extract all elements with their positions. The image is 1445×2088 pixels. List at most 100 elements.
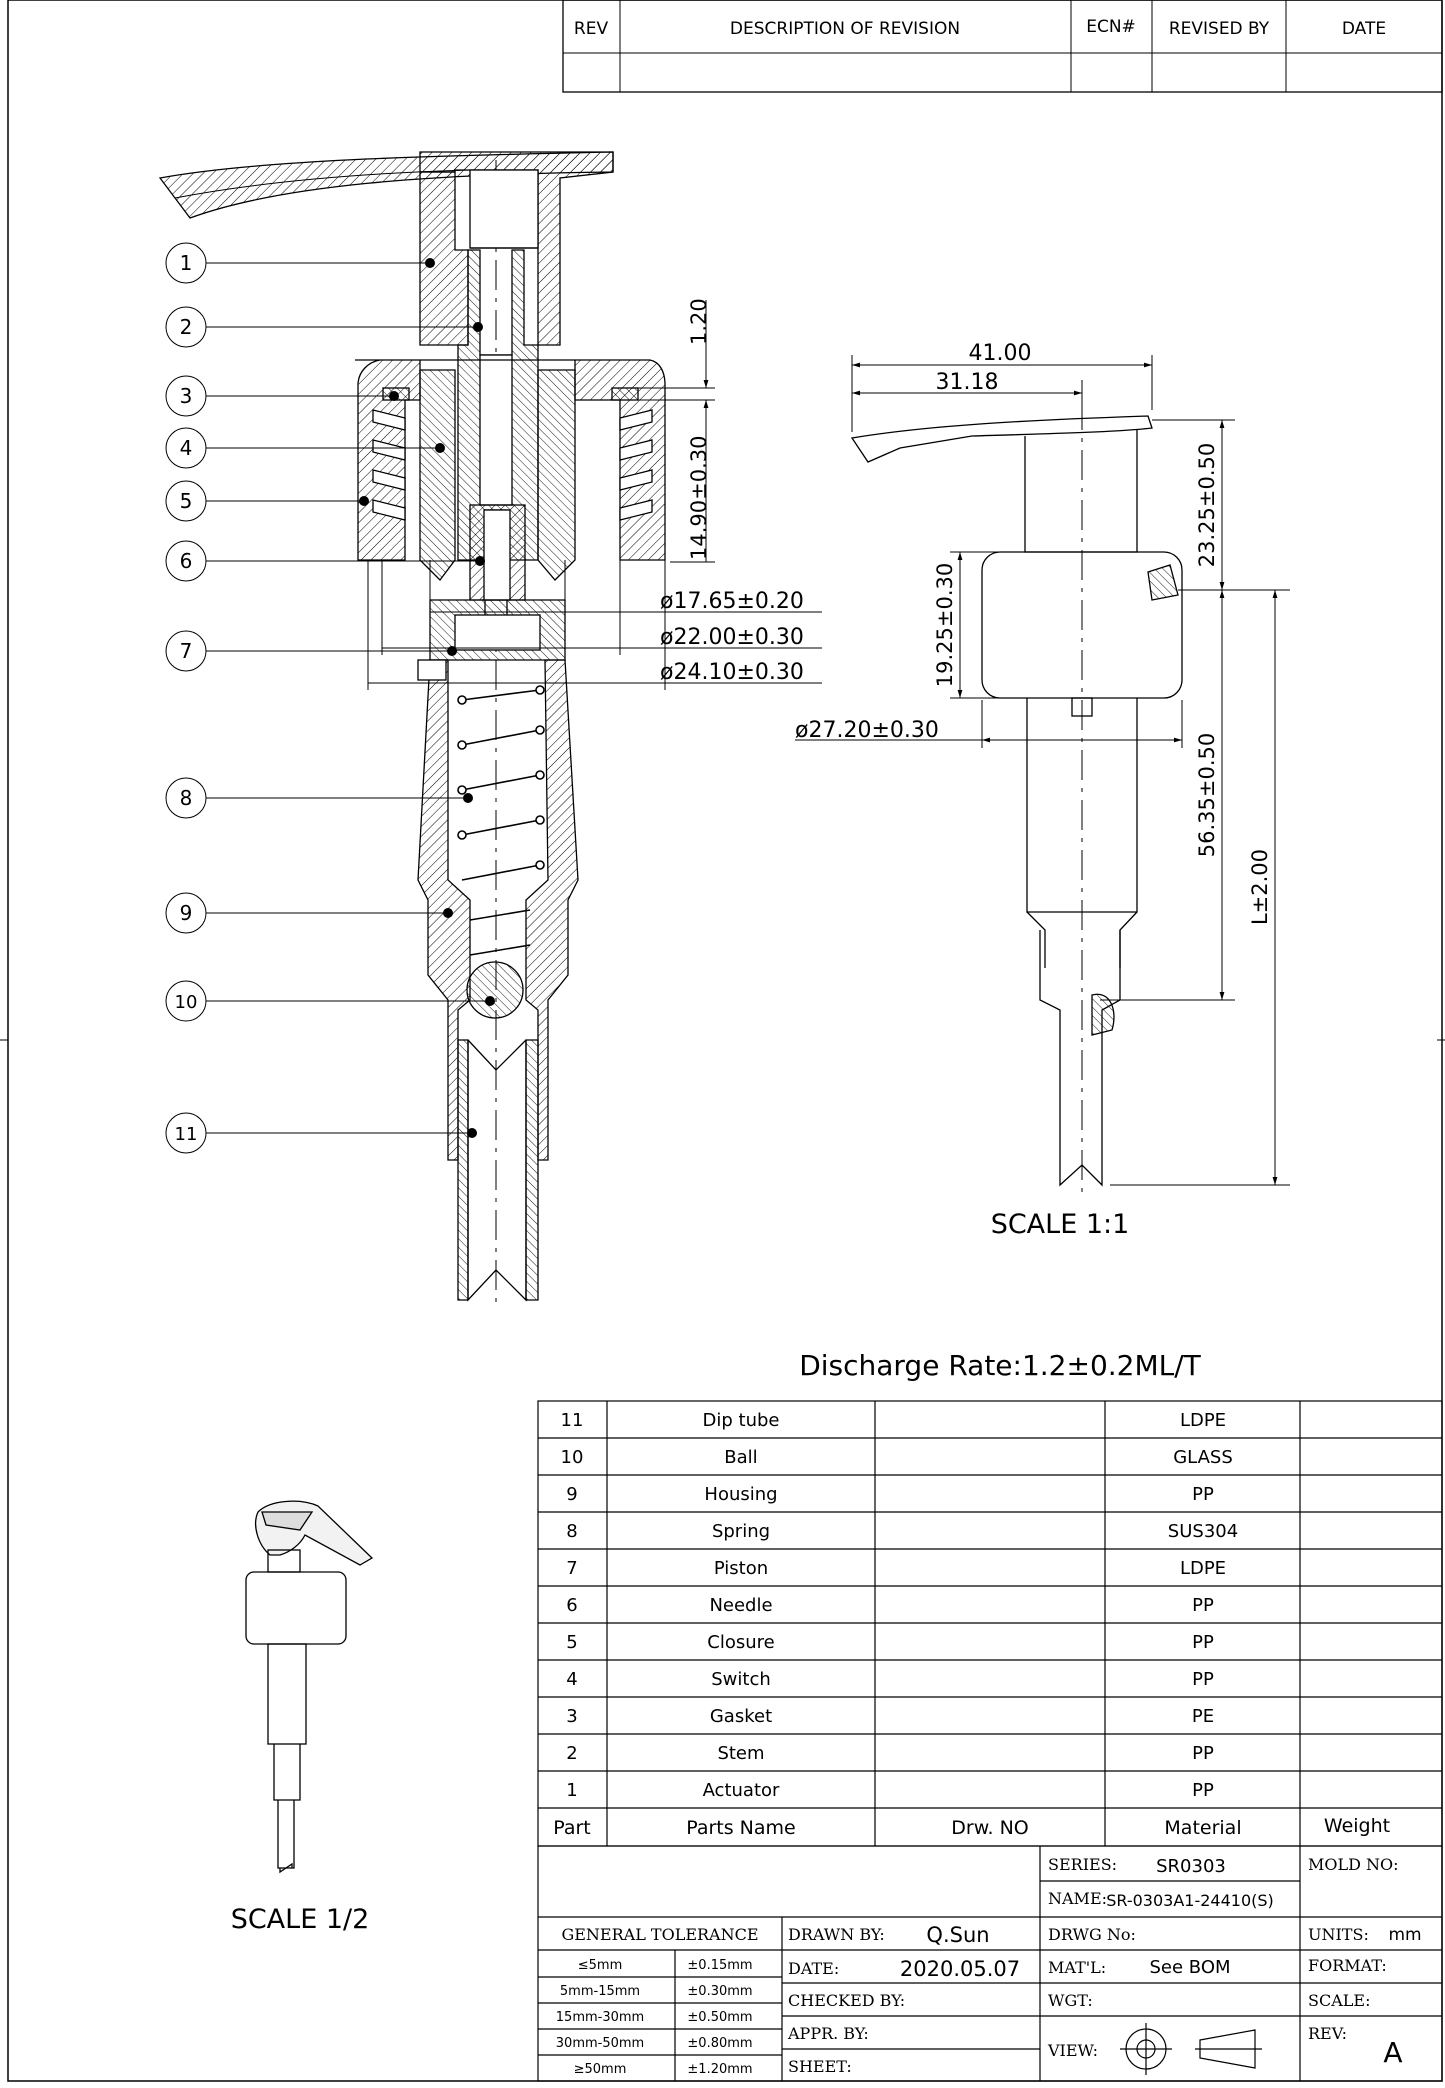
svg-text:6: 6 (180, 549, 193, 573)
section-view (158, 151, 666, 1305)
svg-text:LDPE: LDPE (1180, 1410, 1226, 1431)
checked-by-label: CHECKED BY: (788, 1991, 905, 2010)
drwg-label: DRWG No: (1048, 1925, 1136, 1944)
svg-text:Part: Part (553, 1817, 591, 1839)
svg-text:3: 3 (566, 1706, 577, 1727)
rev-value: A (1383, 2036, 1402, 2069)
dim-27-20: ø27.20±0.30 (795, 718, 939, 743)
description-header: DESCRIPTION OF REVISION (730, 19, 960, 39)
svg-text:Gasket: Gasket (710, 1706, 772, 1727)
balloon-10: 10 (165, 980, 495, 1022)
rev-label: REV: (1308, 2024, 1347, 2043)
balloon-2: 2 (165, 306, 483, 348)
series-value: SR0303 (1156, 1856, 1226, 1877)
svg-text:5: 5 (180, 489, 193, 513)
svg-text:11: 11 (561, 1410, 584, 1431)
svg-text:PP: PP (1192, 1632, 1214, 1653)
side-view (850, 400, 1183, 1195)
balloon-1: 1 (165, 242, 435, 284)
svg-text:1: 1 (180, 251, 193, 275)
svg-text:PP: PP (1192, 1484, 1214, 1505)
svg-text:2: 2 (566, 1743, 577, 1764)
svg-text:Material: Material (1164, 1817, 1241, 1839)
svg-text:10: 10 (175, 992, 198, 1013)
matl-value: See BOM (1149, 1957, 1230, 1978)
view-label: VIEW: (1047, 2041, 1098, 2060)
name-value: SR-0303A1-24410(S) (1106, 1891, 1274, 1910)
svg-text:Dip tube: Dip tube (703, 1410, 780, 1431)
svg-text:LDPE: LDPE (1180, 1558, 1226, 1579)
discharge-rate: Discharge Rate:1.2±0.2ML/T (799, 1349, 1201, 1382)
wgt-label: WGT: (1048, 1991, 1093, 2010)
svg-text:8: 8 (180, 786, 193, 810)
svg-text:2: 2 (180, 315, 193, 339)
svg-text:Switch: Switch (711, 1669, 771, 1690)
svg-text:Drw. NO: Drw. NO (951, 1817, 1028, 1839)
svg-text:SUS304: SUS304 (1168, 1521, 1238, 1542)
iso-scale: SCALE 1/2 (231, 1904, 370, 1935)
svg-text:Spring: Spring (712, 1521, 770, 1542)
svg-text:PP: PP (1192, 1595, 1214, 1616)
svg-text:Housing: Housing (704, 1484, 777, 1505)
dim-41-00: 41.00 (969, 341, 1032, 366)
dim-23-25: 23.25±0.50 (1195, 443, 1219, 567)
date-header: DATE (1342, 19, 1386, 39)
tolerance-row: ≤5mm±0.15mm (578, 1958, 753, 1973)
svg-text:Closure: Closure (707, 1632, 774, 1653)
matl-label: MAT'L: (1048, 1958, 1106, 1977)
title-block-text: SERIES: SR0303 NAME: SR-0303A1-24410(S) … (556, 1855, 1422, 2077)
side-dimensions (795, 355, 1290, 1186)
svg-text:30mm-50mm: 30mm-50mm (556, 2036, 644, 2051)
third-angle-projection-icon (1120, 2023, 1262, 2075)
bom-row: 11 Dip tube LDPE (561, 1410, 1227, 1431)
svg-text:Parts Name: Parts Name (686, 1817, 796, 1839)
svg-text:10: 10 (561, 1447, 584, 1468)
date-value: 2020.05.07 (900, 1957, 1020, 1981)
balloon-4: 4 (165, 427, 445, 469)
name-label: NAME: (1048, 1889, 1107, 1908)
balloon-callouts: 1 2 3 4 5 6 7 8 9 10 11 (165, 242, 495, 1154)
isometric-view (245, 1500, 374, 1874)
svg-text:Actuator: Actuator (703, 1780, 780, 1801)
dim-19-25: 19.25±0.30 (933, 563, 957, 687)
svg-text:Stem: Stem (717, 1743, 764, 1764)
svg-text:11: 11 (175, 1124, 198, 1145)
dim-56-35: 56.35±0.50 (1195, 733, 1219, 857)
rev-header: REV (574, 19, 609, 39)
dim-31-18: 31.18 (936, 370, 999, 395)
title-block (537, 1845, 1443, 2082)
svg-text:±0.50mm: ±0.50mm (687, 2010, 752, 2025)
svg-text:4: 4 (180, 436, 193, 460)
svg-text:5: 5 (566, 1632, 577, 1653)
dim-L: L±2.00 (1248, 849, 1272, 925)
svg-text:7: 7 (180, 639, 193, 663)
svg-text:9: 9 (566, 1484, 577, 1505)
dim-22-00: ø22.00±0.30 (660, 625, 804, 650)
appr-by-label: APPR. BY: (787, 2024, 869, 2043)
format-label: FORMAT: (1308, 1956, 1387, 1975)
svg-text:Needle: Needle (709, 1595, 772, 1616)
svg-text:GLASS: GLASS (1173, 1447, 1233, 1468)
dim-17-65: ø17.65±0.20 (660, 589, 804, 614)
bom-row: 10 Ball GLASS (561, 1447, 1233, 1468)
tolerance-row: 30mm-50mm±0.80mm (556, 2036, 753, 2051)
svg-text:6: 6 (566, 1595, 577, 1616)
svg-text:PP: PP (1192, 1743, 1214, 1764)
mold-label: MOLD NO: (1308, 1855, 1399, 1874)
bom-row: 5 Closure PP (566, 1632, 1214, 1653)
svg-text:Ball: Ball (724, 1447, 757, 1468)
dim-14-90: 14.90±0.30 (687, 436, 711, 560)
balloon-6: 6 (165, 540, 485, 582)
bom-row: 2 Stem PP (566, 1743, 1214, 1764)
revision-table: REV DESCRIPTION OF REVISION ECN# REVISED… (562, 0, 1443, 93)
dim-1-20: 1.20 (687, 298, 711, 345)
svg-text:≥50mm: ≥50mm (574, 2062, 627, 2077)
tolerance-row: ≥50mm±1.20mm (574, 2062, 753, 2077)
sheet-label: SHEET: (788, 2057, 852, 2076)
balloon-5: 5 (165, 480, 369, 522)
